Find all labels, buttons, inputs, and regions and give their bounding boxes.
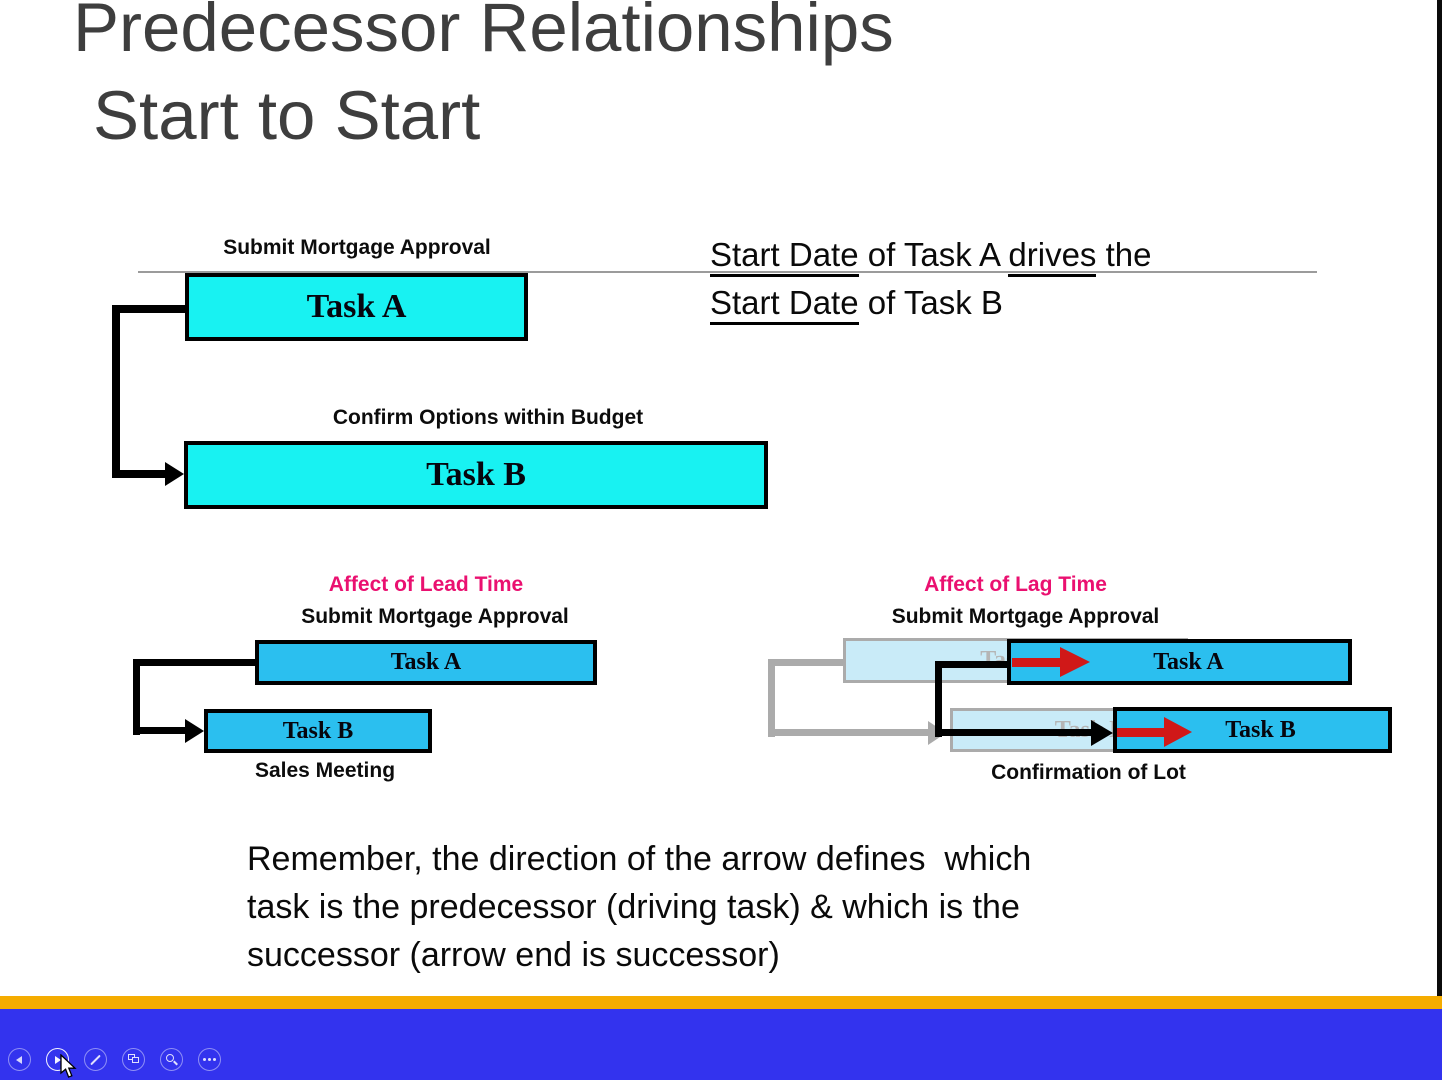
ghost-connector-segment (768, 729, 930, 736)
connector-segment (935, 661, 1007, 668)
headline-plain: of Task B (858, 284, 1003, 321)
headline-line2: Start Date of Task B (710, 284, 1003, 325)
connector-arrowhead (1091, 720, 1113, 746)
ghost-connector-segment (768, 659, 843, 666)
connector-segment (935, 661, 942, 737)
lead-task-a-label: Task A (390, 649, 462, 675)
zoom-button[interactable] (160, 1048, 183, 1071)
lead-caption-top: Submit Mortgage Approval (301, 605, 569, 628)
next-slide-icon (55, 1055, 61, 1064)
headline-line1: Start Date of Task A drives the (710, 236, 1152, 277)
note-line: successor (arrow end is successor) (247, 936, 780, 974)
connector-arrowhead (165, 462, 184, 486)
pen-button[interactable] (84, 1048, 107, 1071)
see-all-slides-button[interactable] (122, 1048, 145, 1071)
connector-segment (133, 659, 255, 666)
task-b-caption: Confirm Options within Budget (332, 406, 644, 429)
right-edge-strip (1437, 0, 1442, 996)
lag-shift-arrowhead (1164, 717, 1192, 747)
next-slide-button[interactable] (46, 1048, 69, 1071)
lag-shift-arrow-shaft (1012, 658, 1062, 667)
headline-underlined: drives (1008, 236, 1097, 277)
gold-accent-bar (0, 996, 1442, 1009)
lead-time-title: Affect of Lead Time (328, 573, 524, 596)
connector-segment (112, 470, 167, 478)
task-a-label: Task A (306, 288, 407, 325)
slide-title-line1: Predecessor Relationships (73, 0, 894, 66)
note-line: task is the predecessor (driving task) &… (247, 888, 1020, 926)
previous-slide-button[interactable] (8, 1048, 31, 1071)
headline-underlined: Start Date (710, 284, 859, 325)
mouse-cursor (60, 1054, 77, 1078)
ghost-connector-segment (768, 659, 775, 737)
more-options-icon (203, 1058, 216, 1061)
headline-plain: of Task A (858, 236, 1009, 273)
note-line: Remember, the direction of the arrow def… (247, 840, 1032, 878)
divider-line (138, 271, 1317, 273)
task-b-bar: Task B (184, 441, 768, 509)
lag-task-a-bar: Task A (1007, 639, 1352, 685)
lag-shift-arrowhead (1060, 647, 1090, 677)
lead-task-b-label: Task B (282, 717, 354, 744)
headline-underlined: Start Date (710, 236, 859, 277)
task-a-caption: Submit Mortgage Approval (223, 236, 491, 259)
lag-task-a-label: Task A (1153, 648, 1224, 675)
slide-title-line2: Start to Start (93, 77, 481, 154)
task-b-label: Task B (426, 456, 526, 493)
lead-task-a-bar: Task A (255, 640, 597, 685)
connector-segment (112, 305, 185, 313)
task-a-bar: Task A (185, 273, 528, 341)
connector-segment (112, 305, 120, 478)
headline-plain: the (1096, 236, 1152, 273)
pen-icon (90, 1054, 101, 1065)
more-options-button[interactable] (198, 1048, 221, 1071)
lead-caption-bottom: Sales Meeting (254, 759, 396, 782)
connector-segment (133, 659, 140, 735)
presenter-toolbar (0, 1009, 1442, 1080)
lag-task-b-label: Task B (1225, 716, 1296, 743)
connector-segment (935, 729, 1093, 736)
connector-arrowhead (185, 719, 204, 743)
see-all-slides-icon (127, 1054, 140, 1065)
lag-time-title: Affect of Lag Time (924, 573, 1107, 596)
lag-caption-bottom: Confirmation of Lot (991, 761, 1186, 784)
zoom-icon (165, 1053, 178, 1066)
lag-shift-arrow-shaft (1117, 728, 1166, 737)
lag-caption-top: Submit Mortgage Approval (891, 605, 1160, 628)
lead-task-b-bar: Task B (204, 709, 432, 753)
previous-slide-icon (16, 1055, 22, 1064)
connector-segment (133, 727, 187, 734)
